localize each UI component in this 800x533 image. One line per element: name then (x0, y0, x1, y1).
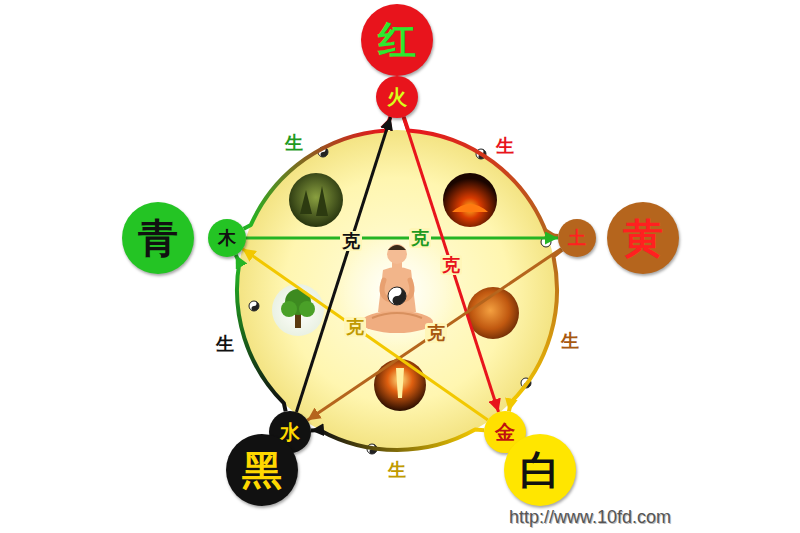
edge-label: 生 (386, 460, 408, 480)
element-text: 黑 (242, 450, 282, 490)
meditating-figure (361, 244, 433, 333)
edge-label: 克 (344, 317, 366, 337)
generating-arrow (404, 117, 558, 236)
edge-label: 生 (283, 133, 305, 153)
metal-photo (374, 359, 426, 411)
element-text: 红 (378, 21, 416, 59)
edge-label: 克 (409, 228, 431, 248)
generating-arrow (244, 117, 391, 229)
generating-arrow (311, 430, 484, 450)
yin-yang-dots (249, 147, 551, 454)
overcoming-arrow (296, 117, 390, 412)
overcoming-arrow (243, 249, 488, 420)
element-circle: 火 (376, 76, 418, 118)
forest-photo (289, 173, 343, 227)
edge-label: 生 (494, 136, 516, 156)
edge-label: 克 (440, 255, 462, 275)
edge-label: 生 (559, 331, 581, 351)
edge-label: 克 (425, 323, 447, 343)
element-text: 黄 (623, 218, 663, 258)
generating-arrow (509, 250, 562, 412)
fire-photo (443, 173, 497, 227)
element-circle: 青 (122, 202, 194, 274)
generating-arrow (236, 255, 286, 412)
element-circle: 黑 (226, 434, 298, 506)
element-circle: 黄 (607, 202, 679, 274)
element-text: 金 (495, 422, 515, 442)
element-circle: 木 (208, 219, 246, 257)
overcoming-arrow (246, 237, 558, 240)
element-circle: 白 (504, 434, 576, 506)
center-glow (337, 232, 457, 352)
edge-label: 克 (340, 231, 362, 251)
element-text: 土 (568, 229, 586, 247)
element-text: 火 (387, 87, 407, 107)
overcoming-arrow (307, 249, 561, 421)
tree-photo (272, 284, 324, 336)
edge-label: 生 (214, 334, 236, 354)
element-circle: 红 (361, 4, 433, 76)
element-text: 白 (520, 450, 560, 490)
element-text: 木 (218, 229, 236, 247)
overcoming-arrow (403, 117, 498, 412)
element-circle: 土 (558, 219, 596, 257)
element-text: 水 (280, 422, 300, 442)
element-text: 青 (138, 218, 178, 258)
watermark: http://www.10fd.com (509, 507, 671, 528)
